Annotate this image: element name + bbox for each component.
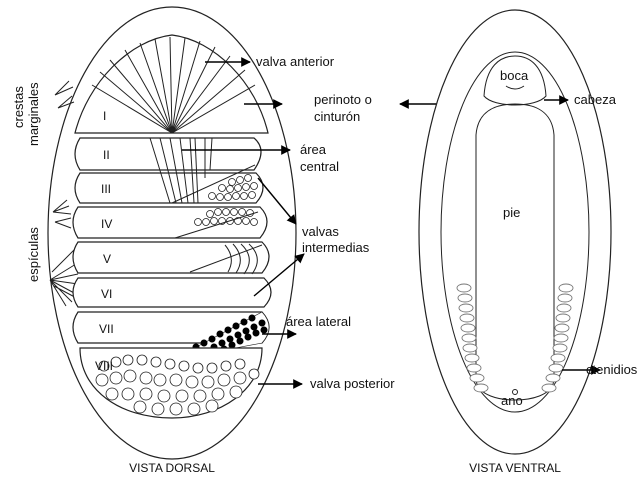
numeral-VI: VI [101, 287, 112, 301]
numeral-III: III [101, 182, 111, 196]
numeral-VIII: VIII [95, 359, 113, 373]
label-cabeza: cabeza [574, 92, 617, 107]
label-area-central-line2: central [300, 159, 339, 174]
label-ctenidios: ctenidios [586, 362, 638, 377]
label-boca: boca [500, 68, 529, 83]
label-valva-posterior: valva posterior [310, 376, 395, 391]
label-ano: ano [501, 393, 523, 408]
label-perinoto-line2: cinturón [314, 109, 360, 124]
label-valva-anterior: valva anterior [256, 54, 335, 69]
numeral-I: I [103, 109, 106, 123]
label-crestas-marginales-line2: marginales [26, 82, 41, 146]
label-valvas-intermedias-line2: intermedias [302, 240, 370, 255]
numeral-VII: VII [99, 322, 114, 336]
label-pie: pie [503, 205, 520, 220]
label-perinoto-line1: perinoto o [314, 92, 372, 107]
label-espiculas: espículas [26, 227, 41, 282]
dorsal-view: I II III IV V VI VII VIII crestas margin… [11, 7, 296, 475]
numeral-II: II [103, 148, 110, 162]
label-crestas-marginales-line1: crestas [11, 86, 26, 128]
ventral-view: boca pie ano cabeza ctenidios VISTA VENT… [419, 10, 638, 475]
caption-vista-dorsal: VISTA DORSAL [129, 461, 215, 475]
numeral-IV: IV [101, 217, 112, 231]
label-area-central-line1: área [300, 142, 327, 157]
label-valvas-intermedias-line1: valvas [302, 224, 339, 239]
numeral-V: V [103, 252, 111, 266]
label-area-lateral: área lateral [286, 314, 351, 329]
caption-vista-ventral: VISTA VENTRAL [469, 461, 561, 475]
